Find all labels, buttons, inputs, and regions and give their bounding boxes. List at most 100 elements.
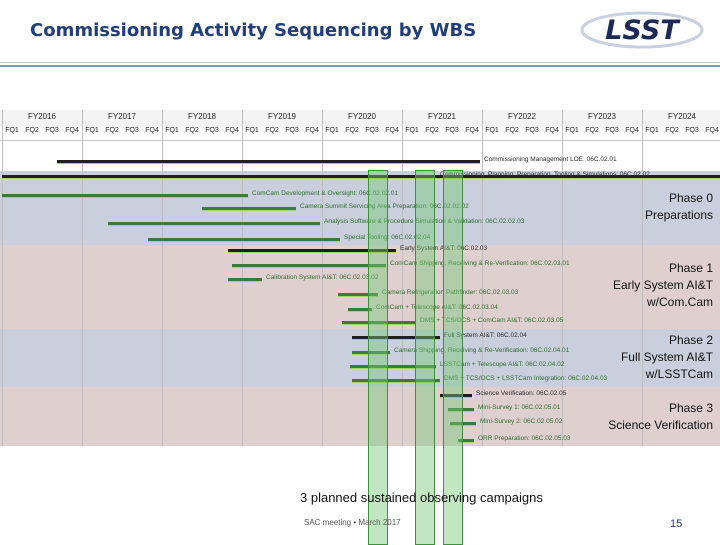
phase-label-line: w/LSSTCam — [645, 367, 713, 381]
task-label: DMS + TCS/OCS + LSSTCam Integration: 06C… — [444, 375, 608, 382]
quarter-label: FQ2 — [105, 127, 119, 134]
quarter-label: FQ1 — [245, 127, 259, 134]
task-bar-highlight — [232, 267, 386, 268]
quarter-label: FQ3 — [365, 127, 379, 134]
task-label: ComCam Shipping, Receiving & Re-Verifica… — [390, 260, 570, 267]
quarter-label: FQ4 — [305, 127, 319, 134]
task-bar — [228, 278, 262, 281]
task-bar-highlight — [440, 397, 472, 398]
task-bar — [57, 160, 480, 163]
quarter-label: FQ4 — [65, 127, 79, 134]
phase-label-line: Full System AI&T — [620, 350, 713, 364]
phase-label-line: Phase 1 — [668, 261, 713, 275]
task-label: Camera Shipping, Receiving & Re-Verifica… — [394, 347, 570, 354]
observing-campaign-column — [415, 170, 435, 545]
task-bar-highlight — [228, 281, 262, 282]
fiscal-year-label: FY2019 — [267, 112, 297, 121]
year-gridline — [402, 110, 403, 446]
task-bar-highlight — [448, 411, 474, 412]
quarter-label: FQ1 — [165, 127, 179, 134]
quarter-label: FQ4 — [545, 127, 559, 134]
phase-label-line: Phase 0 — [668, 191, 713, 205]
task-label: Mini-Survey 1: 06C.02.05.01 — [478, 404, 561, 411]
header-rule — [0, 62, 720, 63]
phase-label: Phase 1 Early System AI&T w/Com.Cam — [613, 260, 713, 311]
task-bar — [352, 351, 390, 354]
fiscal-year-label: FY2024 — [667, 112, 697, 121]
task-bar — [228, 249, 396, 252]
task-label: Full System AI&T: 06C.02.04 — [444, 332, 527, 339]
task-bar — [148, 238, 340, 241]
fiscal-year-label: FY2022 — [507, 112, 537, 121]
quarter-label: FQ3 — [685, 127, 699, 134]
task-bar — [350, 365, 436, 368]
task-label: Camera Summit Servicing Area Preparation… — [300, 203, 469, 210]
campaigns-caption: 3 planned sustained observing campaigns — [300, 490, 543, 505]
task-bar-highlight — [458, 442, 474, 443]
task-label: Calibration System AI&T: 06C.02.03.02 — [266, 274, 379, 281]
quarter-label: FQ1 — [5, 127, 19, 134]
fiscal-year-label: FY2023 — [587, 112, 617, 121]
phase-label-line: Phase 2 — [668, 333, 713, 347]
footer-text: SAC meeting • March 2017 — [304, 518, 401, 527]
task-bar — [232, 264, 386, 267]
task-bar-highlight — [2, 197, 248, 198]
quarter-label: FQ3 — [205, 127, 219, 134]
quarter-label: FQ3 — [285, 127, 299, 134]
quarter-label: FQ2 — [25, 127, 39, 134]
task-bar — [348, 308, 372, 311]
page-number: 15 — [670, 518, 683, 530]
quarter-label: FQ3 — [525, 127, 539, 134]
task-bar-highlight — [108, 225, 320, 226]
header-rule-thick — [0, 65, 720, 67]
lsst-logo: LSST — [580, 11, 704, 49]
year-gridline — [162, 110, 163, 446]
quarter-label: FQ2 — [585, 127, 599, 134]
quarter-label: FQ4 — [625, 127, 639, 134]
phase-band — [0, 245, 720, 329]
task-bar-highlight — [342, 324, 416, 325]
task-label: Commissioning, Planning, Preparation, To… — [440, 171, 650, 178]
year-gridline — [642, 110, 643, 446]
quarter-label: FQ3 — [45, 127, 59, 134]
fiscal-year-label: FY2021 — [427, 112, 457, 121]
task-bar — [202, 207, 296, 210]
task-bar — [2, 175, 720, 178]
phase-band — [0, 387, 720, 446]
phase-label: Phase 2 Full System AI&T w/LSSTCam — [621, 332, 713, 383]
phase-label-line: Phase 3 — [668, 401, 713, 415]
task-label: Analysis Software & Procedure Simulation… — [324, 218, 525, 225]
phase-label-line: w/Com.Cam — [646, 295, 713, 309]
quarter-label: FQ2 — [265, 127, 279, 134]
fiscal-year-label: FY2020 — [347, 112, 377, 121]
quarter-label: FQ1 — [85, 127, 99, 134]
quarter-label: FQ1 — [645, 127, 659, 134]
task-bar-highlight — [57, 163, 480, 164]
task-bar — [2, 194, 248, 197]
task-label: Mini-Survey 2: 06C.02.05.02 — [480, 418, 563, 425]
task-bar-highlight — [352, 339, 440, 340]
phase-label-line: Preparations — [644, 208, 713, 222]
svg-text:LSST: LSST — [605, 15, 681, 46]
year-gridline — [2, 110, 3, 446]
task-label: Science Verification: 06C.02.05 — [476, 390, 567, 397]
task-bar-highlight — [2, 178, 720, 179]
observing-campaign-column — [443, 170, 463, 545]
task-label: DMS + TCS/OCS + ComCam AI&T: 06C.02.03.0… — [420, 317, 564, 324]
year-gridline — [482, 110, 483, 446]
task-bar-highlight — [450, 425, 476, 426]
task-bar-highlight — [202, 210, 296, 211]
phase-label-line: Early System AI&T — [612, 278, 713, 292]
quarter-label: FQ1 — [405, 127, 419, 134]
task-bar — [352, 379, 440, 382]
quarter-label: FQ3 — [605, 127, 619, 134]
phase-label-line: Science Verification — [608, 418, 713, 432]
task-label: ORR Preparation: 06C.02.05.03 — [478, 435, 571, 442]
task-bar-highlight — [352, 354, 390, 355]
observing-campaign-column — [368, 170, 388, 545]
task-bar-highlight — [350, 368, 436, 369]
quarter-label: FQ1 — [325, 127, 339, 134]
task-label: LSSTCam + Telescope AI&T: 06C.02.04.02 — [440, 361, 565, 368]
year-gridline — [82, 110, 83, 446]
